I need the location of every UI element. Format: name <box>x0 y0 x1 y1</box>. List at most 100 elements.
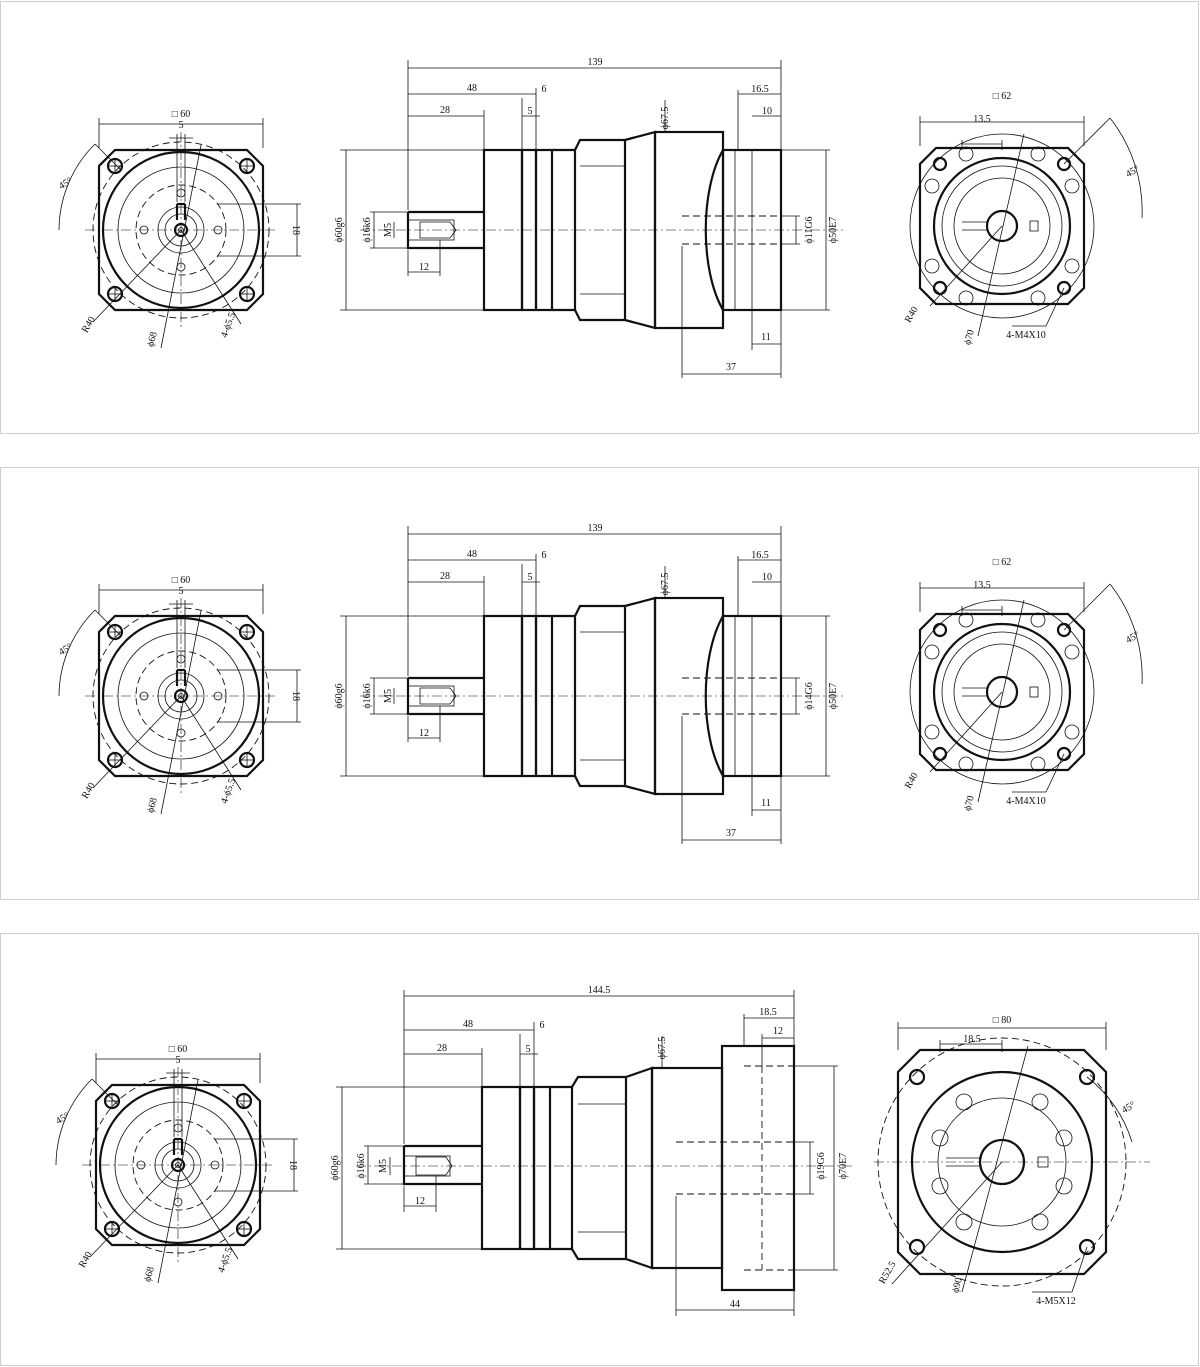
p2-right-radius: R40 <box>903 771 921 791</box>
p1-left-square: 60 <box>180 109 190 120</box>
p2-len-11: 11 <box>761 798 771 809</box>
p3-right-bolt-circle: ϕ90 <box>950 1277 965 1295</box>
p3-right-angle: 45° <box>1120 1100 1138 1117</box>
p2-total-length: 139 <box>588 523 603 534</box>
p3-left-square: 60 <box>177 1044 187 1055</box>
p1-thread: M5 <box>383 223 394 237</box>
p1-right-square: 62 <box>1001 91 1011 102</box>
p2-len-5: 5 <box>528 572 533 583</box>
p3-left-radius: R40 <box>77 1250 95 1270</box>
p1-len-37: 37 <box>726 362 736 373</box>
panel-1-output-view: □ 62 13.5 45° R40 ϕ70 4-M4X10 <box>903 91 1144 346</box>
svg-text:□ 80: □ 80 <box>993 1015 1012 1026</box>
panel-3-output-view: □ 80 18.5 45° R52.5 ϕ90 4-M5X12 <box>874 1015 1150 1307</box>
p2-left-key-width: 5 <box>179 586 184 597</box>
p2-len-48: 48 <box>467 549 477 560</box>
p2-right-square: 62 <box>1001 557 1011 568</box>
p1-left-key-width: 5 <box>179 120 184 131</box>
p2-recess: ϕ50E7 <box>828 683 839 709</box>
p3-left-angle: 45° <box>54 1111 72 1128</box>
p1-right-angle: 45° <box>1124 164 1142 181</box>
p1-bore: ϕ11G6 <box>804 216 815 243</box>
p2-len-10: 10 <box>762 572 772 583</box>
panel-1-side-view: 139 48 28 6 5 ϕ67.5 16.5 10 ϕ60g6 ϕ16k6 … <box>334 57 846 378</box>
p2-len-37: 37 <box>726 828 736 839</box>
p2-left-angle: 45° <box>57 642 75 659</box>
square-symbol: □ <box>993 557 1002 568</box>
p1-len-48: 48 <box>467 83 477 94</box>
p3-len-18-5: 18.5 <box>759 1007 777 1018</box>
p2-len-6: 6 <box>542 550 547 561</box>
p2-left-offset: 18 <box>290 691 301 701</box>
p2-pilot: ϕ60g6 <box>334 683 345 708</box>
p2-thread: M5 <box>383 689 394 703</box>
svg-text:□ 60: □ 60 <box>172 575 191 586</box>
p3-len-6: 6 <box>540 1020 545 1031</box>
p3-recess: ϕ70E7 <box>838 1153 849 1179</box>
square-symbol: □ <box>993 91 1002 102</box>
p1-key-len: 12 <box>419 262 429 273</box>
p3-left-key-width: 5 <box>176 1055 181 1066</box>
p3-flange-dia: ϕ67.5 <box>657 1037 668 1060</box>
p2-right-screws: 4-M4X10 <box>1006 796 1045 807</box>
p2-left-bolt-circle: ϕ68 <box>145 797 160 815</box>
svg-text:□ 62: □ 62 <box>993 557 1012 568</box>
panel-1-input-view: □ 60 5 45° 18 R40 ϕ68 4-ϕ5.5 <box>57 109 303 350</box>
square-symbol: □ <box>172 109 181 120</box>
p1-len-5: 5 <box>528 106 533 117</box>
p2-left-holes: 4-ϕ5.5 <box>219 777 238 805</box>
p2-right-bolt-circle: ϕ70 <box>962 795 977 813</box>
p1-right-screws: 4-M4X10 <box>1006 330 1045 341</box>
p1-left-holes: 4-ϕ5.5 <box>219 311 238 339</box>
p3-left-holes: 4-ϕ5.5 <box>216 1246 235 1274</box>
square-symbol: □ <box>172 575 181 586</box>
p3-total-length: 144.5 <box>588 985 611 996</box>
p1-left-angle: 45° <box>57 176 75 193</box>
p1-left-radius: R40 <box>80 315 98 335</box>
square-symbol: □ <box>169 1044 178 1055</box>
p2-right-angle: 45° <box>1124 630 1142 647</box>
p2-len-16-5: 16.5 <box>751 550 769 561</box>
p1-len-16-5: 16.5 <box>751 84 769 95</box>
p1-len-28: 28 <box>440 105 450 116</box>
p3-bore: ϕ19G6 <box>816 1152 827 1180</box>
panel-2-side-view: 139 48 28 6 5 ϕ67.5 16.5 10 ϕ60g6 ϕ16k6 … <box>334 523 846 844</box>
p2-key-len: 12 <box>419 728 429 739</box>
p2-right-offset: 13.5 <box>973 580 991 591</box>
p3-pilot: ϕ60g6 <box>330 1155 341 1180</box>
p3-right-radius: R52.5 <box>877 1260 899 1286</box>
svg-text:□ 62: □ 62 <box>993 91 1012 102</box>
p1-left-bolt-circle: ϕ68 <box>145 331 160 349</box>
p3-len-12: 12 <box>773 1026 783 1037</box>
p2-bore: ϕ14G6 <box>804 682 815 710</box>
p1-len-11: 11 <box>761 332 771 343</box>
p3-len-44: 44 <box>730 1299 740 1310</box>
p1-total-length: 139 <box>588 57 603 68</box>
panel-2-input-view: □ 60 5 45° 18 R40 ϕ68 4-ϕ5.5 <box>57 575 303 816</box>
panel-3-input-view: □ 60 5 45° 18 R40 ϕ68 4-ϕ5.5 <box>54 1044 300 1285</box>
p2-left-radius: R40 <box>80 781 98 801</box>
panel-2-output-view: □ 62 13.5 45° R40 ϕ70 4-M4X10 <box>903 557 1144 813</box>
p3-right-square: 80 <box>1001 1015 1011 1026</box>
p2-left-square: 60 <box>180 575 190 586</box>
p1-flange-dia: ϕ67.5 <box>660 107 671 130</box>
square-symbol: □ <box>993 1015 1002 1026</box>
p3-len-48: 48 <box>463 1019 473 1030</box>
p2-flange-dia: ϕ67.5 <box>660 573 671 596</box>
p1-len-10: 10 <box>762 106 772 117</box>
p3-len-5: 5 <box>526 1044 531 1055</box>
p3-left-offset: 18 <box>287 1160 298 1170</box>
p3-key-len: 12 <box>415 1196 425 1207</box>
p1-pilot: ϕ60g6 <box>334 217 345 242</box>
p1-recess: ϕ50E7 <box>828 217 839 243</box>
p3-thread: M5 <box>378 1159 389 1173</box>
p3-left-bolt-circle: ϕ68 <box>142 1266 157 1284</box>
p2-len-28: 28 <box>440 571 450 582</box>
p2-shaft: ϕ16k6 <box>362 683 373 708</box>
p1-right-offset: 13.5 <box>973 114 991 125</box>
svg-text:□ 60: □ 60 <box>172 109 191 120</box>
p1-shaft: ϕ16k6 <box>362 217 373 242</box>
p3-len-28: 28 <box>437 1043 447 1054</box>
drawing-panel-3 <box>0 933 1199 1366</box>
